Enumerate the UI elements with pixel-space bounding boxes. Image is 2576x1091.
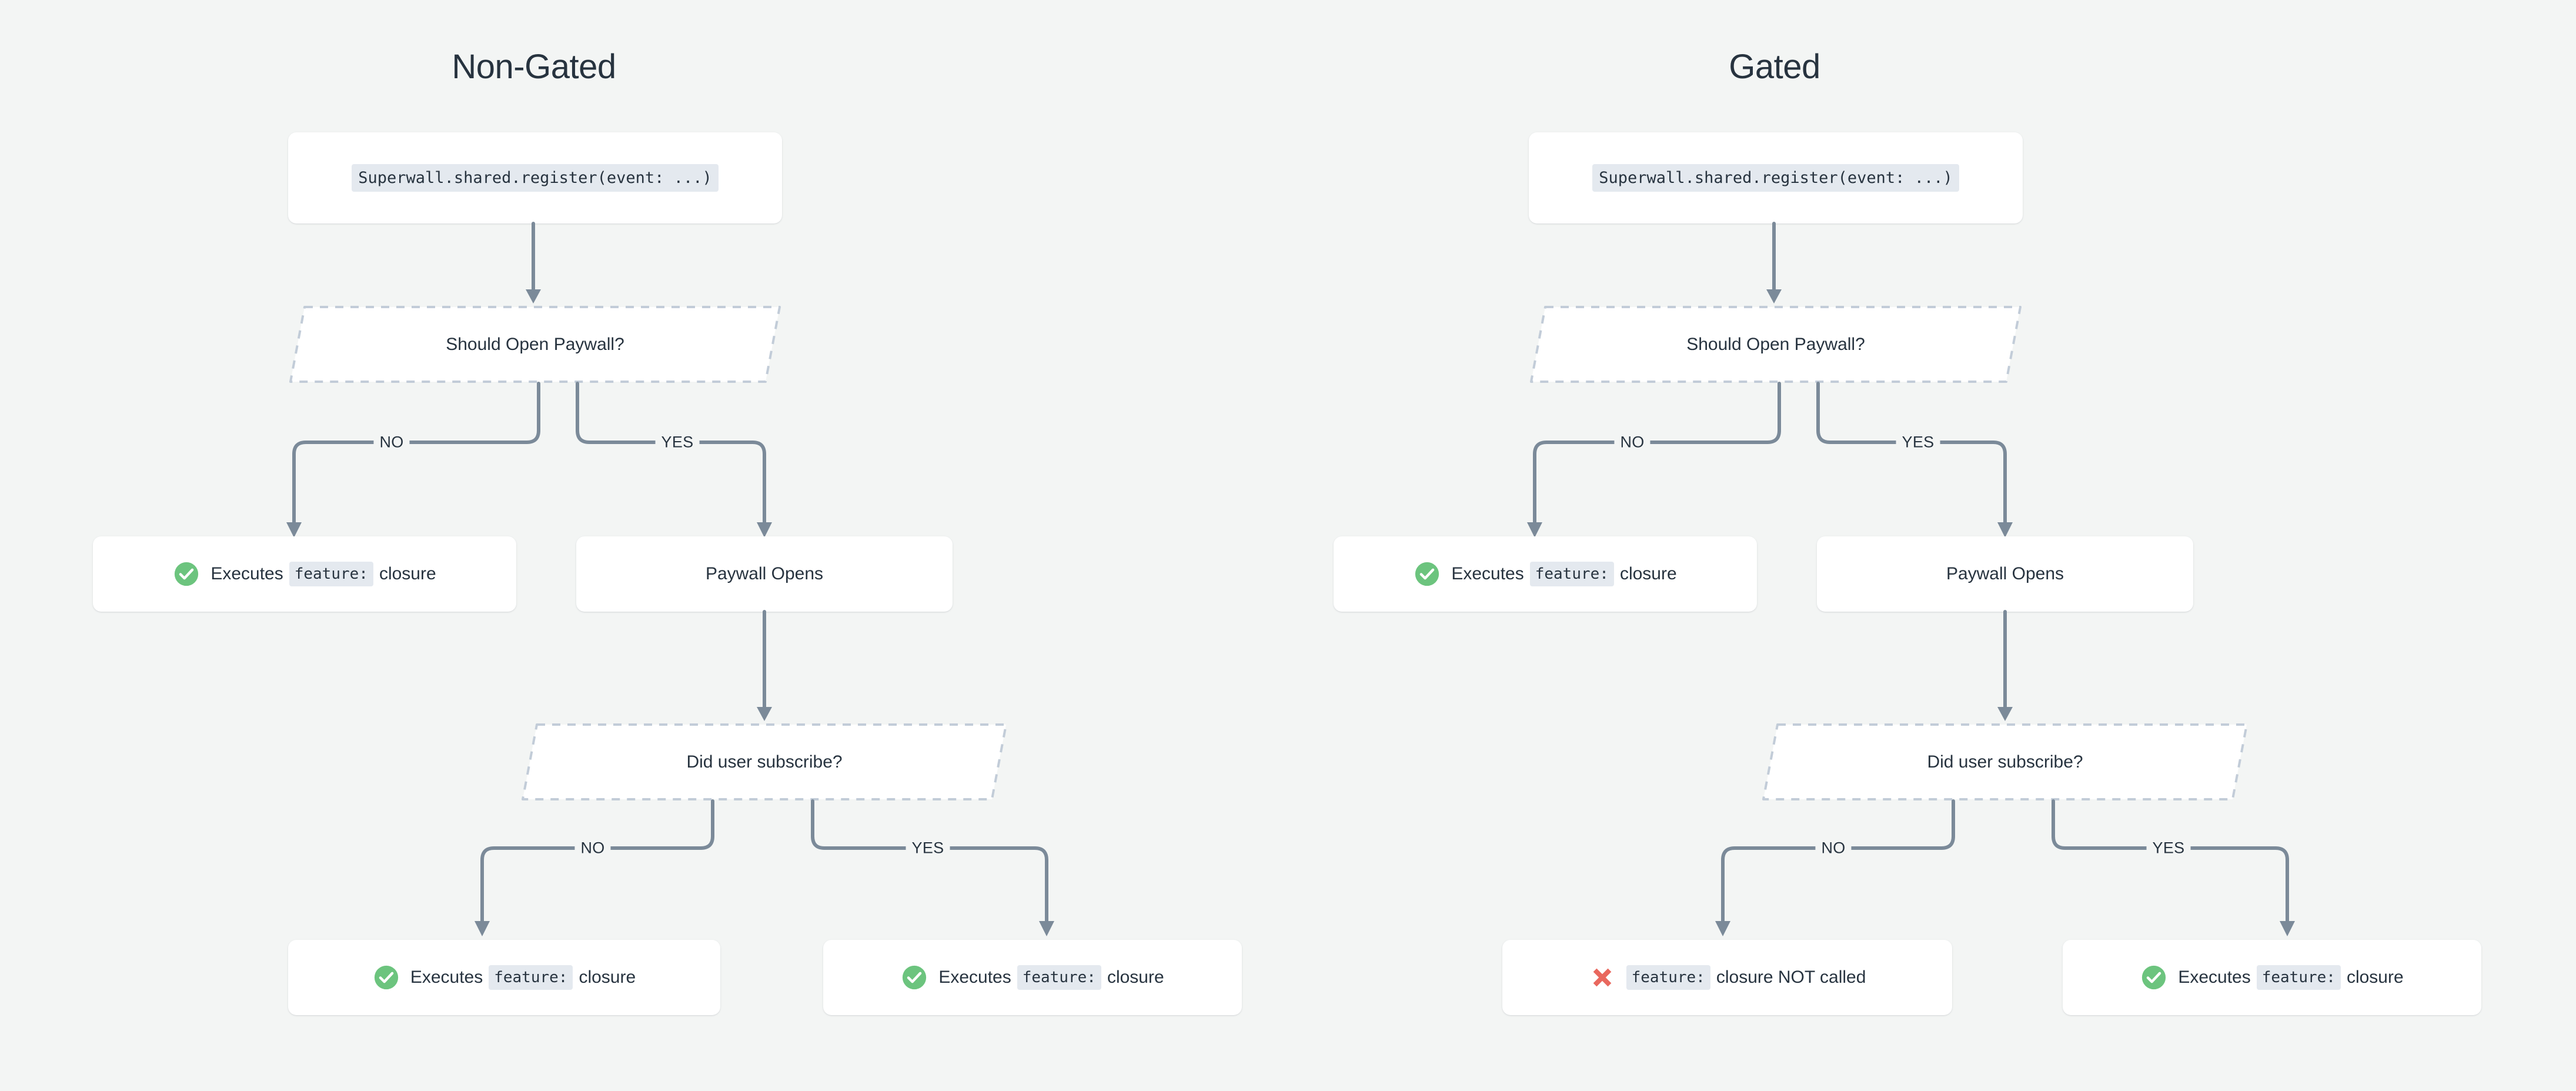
column-title-non-gated: Non-Gated [452, 48, 616, 86]
edge-label-decision2-yes: YES [906, 839, 950, 858]
decision-label: Should Open Paywall? [1686, 334, 1865, 354]
connector-paywall-to-decision2-non-gated [757, 610, 772, 721]
paywall-opens-node-gated: Paywall Opens [1817, 536, 2193, 612]
connector-decision1-no-gated [1527, 382, 1781, 538]
decision-did-user-subscribe-gated: Did user subscribe? [1761, 722, 2249, 802]
result-prefix: Executes [211, 564, 283, 583]
result-code-chip: feature: [1529, 561, 1614, 587]
connector-decision2-yes-gated [2052, 799, 2295, 936]
entry-code-text: Superwall.shared.register(event: ...) [1592, 164, 1959, 192]
connector-decision2-yes-non-gated [811, 799, 1054, 936]
edge-label-decision1-yes: YES [1896, 433, 1940, 452]
result-code-chip: feature: [1626, 965, 1710, 990]
check-circle-icon [175, 562, 199, 586]
result-node-no-paywall-gated: Executes feature: closure [1334, 536, 1757, 612]
connector-decision1-yes-gated [1816, 382, 2013, 538]
result-suffix: closure [1619, 564, 1677, 583]
decision-should-open-paywall-non-gated: Should Open Paywall? [288, 305, 782, 384]
result-code-chip: feature: [289, 561, 373, 587]
result-suffix: closure [579, 967, 636, 987]
result-node-subscribe-yes-gated: Executes feature: closure [2063, 940, 2481, 1015]
result-node-subscribe-no-gated: feature: closure NOT called [1502, 940, 1952, 1015]
column-title-gated: Gated [1729, 48, 1820, 86]
result-prefix: Executes [938, 967, 1011, 987]
decision-label: Should Open Paywall? [446, 334, 624, 354]
connector-decision2-no-non-gated [475, 799, 714, 936]
decision-should-open-paywall-gated: Should Open Paywall? [1529, 305, 2023, 384]
paywall-label: Paywall Opens [1946, 564, 2064, 583]
result-code-chip: feature: [1017, 965, 1101, 990]
connector-decision2-no-gated [1715, 799, 1955, 936]
edge-label-decision2-no: NO [1815, 839, 1852, 858]
edge-label-decision2-no: NO [574, 839, 611, 858]
result-prefix: Executes [1451, 564, 1524, 583]
connector-decision1-no-non-gated [286, 382, 540, 538]
edge-label-decision1-no: NO [373, 433, 410, 452]
cross-icon [1593, 968, 1611, 987]
edge-label-decision1-yes: YES [655, 433, 700, 452]
result-prefix: Executes [410, 967, 483, 987]
result-node-subscribe-no-non-gated: Executes feature: closure [288, 940, 720, 1015]
decision-did-user-subscribe-non-gated: Did user subscribe? [520, 722, 1008, 802]
connector-entry-to-decision1-gated [1766, 222, 1782, 303]
decision-label: Did user subscribe? [686, 752, 843, 772]
result-suffix: closure [2346, 967, 2404, 987]
result-code-chip: feature: [2256, 965, 2341, 990]
paywall-opens-node-non-gated: Paywall Opens [576, 536, 953, 612]
result-node-no-paywall-non-gated: Executes feature: closure [93, 536, 516, 612]
paywall-label: Paywall Opens [705, 564, 824, 583]
check-circle-icon [903, 965, 927, 990]
result-code-chip: feature: [489, 965, 573, 990]
connector-entry-to-decision1-non-gated [526, 222, 541, 303]
entry-code-text: Superwall.shared.register(event: ...) [352, 164, 719, 192]
decision-label: Did user subscribe? [1927, 752, 2083, 772]
result-node-subscribe-yes-non-gated: Executes feature: closure [823, 940, 1242, 1015]
result-suffix: closure [1107, 967, 1164, 987]
entry-node-gated: Superwall.shared.register(event: ...) [1529, 132, 2023, 223]
connector-paywall-to-decision2-gated [1997, 610, 2013, 721]
result-suffix: closure NOT called [1716, 967, 1866, 987]
entry-node-non-gated: Superwall.shared.register(event: ...) [288, 132, 782, 223]
edge-label-decision2-yes: YES [2146, 839, 2191, 858]
check-circle-icon [1415, 562, 1439, 586]
result-prefix: Executes [2178, 967, 2251, 987]
check-circle-icon [374, 965, 398, 990]
edge-label-decision1-no: NO [1614, 433, 1650, 452]
check-circle-icon [2142, 965, 2166, 990]
connector-decision1-yes-non-gated [576, 382, 772, 538]
result-suffix: closure [379, 564, 436, 583]
